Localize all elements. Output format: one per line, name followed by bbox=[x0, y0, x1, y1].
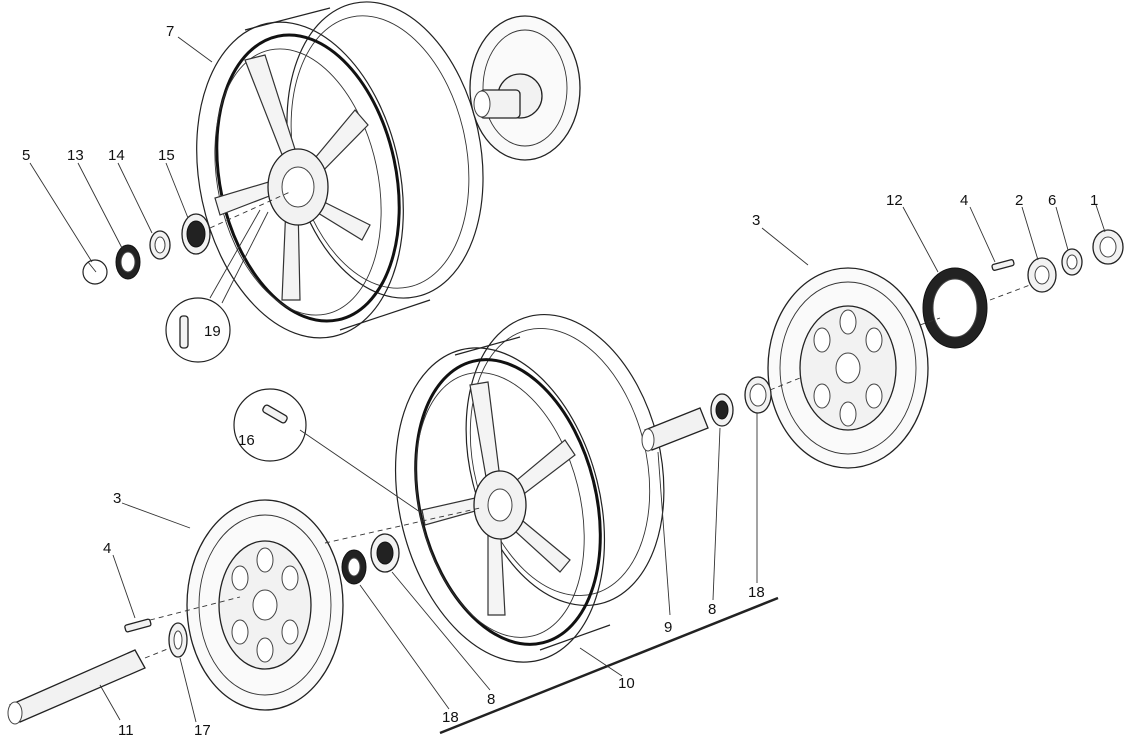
label-4-right: 4 bbox=[960, 192, 968, 209]
label-18-right: 18 bbox=[748, 584, 765, 601]
label-15: 15 bbox=[158, 147, 175, 164]
front-right-brake-disc bbox=[767, 267, 929, 469]
right-spacers bbox=[919, 229, 1124, 326]
callout-19 bbox=[165, 209, 269, 363]
label-2: 2 bbox=[1015, 192, 1023, 209]
label-11: 11 bbox=[118, 722, 134, 739]
label-9: 9 bbox=[664, 619, 672, 636]
label-19: 19 bbox=[204, 323, 221, 340]
label-4-left: 4 bbox=[103, 540, 111, 557]
label-3-right: 3 bbox=[752, 212, 760, 229]
leader-lines bbox=[29, 36, 1106, 723]
front-left-brake-disc bbox=[186, 499, 344, 711]
label-5: 5 bbox=[22, 147, 30, 164]
front-axle bbox=[7, 618, 188, 725]
rear-brake-disc bbox=[469, 15, 581, 161]
label-17: 17 bbox=[194, 722, 211, 739]
front-right-axle-parts bbox=[641, 376, 801, 452]
label-13: 13 bbox=[67, 147, 84, 164]
part-labels: 1 2 6 4 12 3 7 5 13 14 15 19 16 3 4 11 1… bbox=[22, 23, 1098, 739]
rear-left-spacers bbox=[82, 191, 291, 285]
label-14: 14 bbox=[108, 147, 125, 164]
callout-16 bbox=[233, 388, 421, 513]
label-16: 16 bbox=[238, 432, 255, 449]
label-8-right: 8 bbox=[708, 601, 716, 618]
label-10: 10 bbox=[618, 675, 635, 692]
label-18-left: 18 bbox=[442, 709, 459, 726]
front-wheel bbox=[394, 313, 665, 663]
label-6: 6 bbox=[1048, 192, 1056, 209]
label-3-left: 3 bbox=[113, 490, 121, 507]
front-left-axle-parts bbox=[149, 507, 481, 621]
label-8-left: 8 bbox=[487, 691, 495, 708]
rear-wheel bbox=[196, 1, 484, 339]
label-1: 1 bbox=[1090, 192, 1098, 209]
label-12: 12 bbox=[886, 192, 903, 209]
sprocket bbox=[922, 267, 988, 349]
label-7: 7 bbox=[166, 23, 174, 40]
